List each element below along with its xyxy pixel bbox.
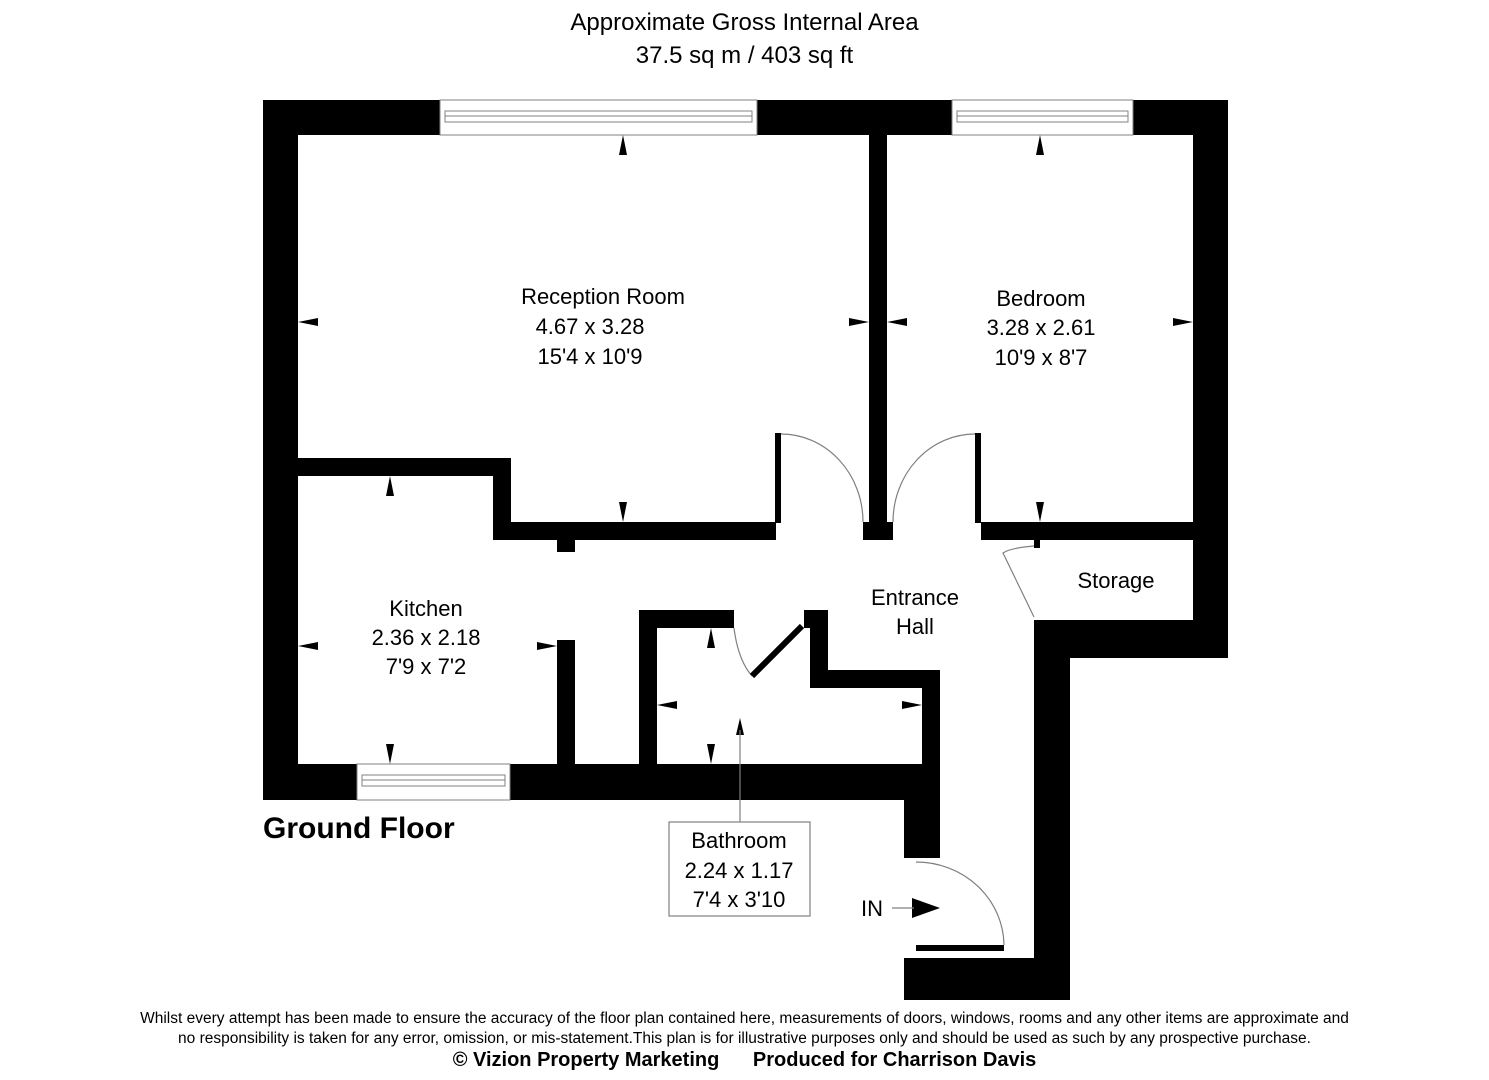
wall-bath-right-top [810, 670, 940, 688]
arrow-down-icon [707, 744, 715, 764]
wall-bath-top [639, 610, 734, 628]
bathroom-label-box [668, 821, 811, 917]
area-title: Approximate Gross Internal Area [570, 9, 919, 36]
arrow-right-icon [849, 318, 869, 326]
wall-bottom-left [263, 764, 357, 800]
area-value: 37.5 sq m / 403 sq ft [635, 42, 854, 69]
wall-small-block [557, 540, 575, 552]
storage-door-arc [1002, 545, 1035, 618]
arrow-up-icon [707, 628, 715, 648]
arrow-left-icon [887, 318, 907, 326]
bathroom-imperial: 7'4 x 3'10 [693, 887, 786, 912]
bedroom-door-arc [892, 433, 976, 523]
produced-for-text: Produced for Charrison Davis [752, 1049, 1037, 1071]
bedroom-metric: 3.28 x 2.61 [987, 315, 1096, 340]
bedroom-imperial: 10'9 x 8'7 [995, 345, 1088, 370]
credits: © Vizion Property Marketing Produced for… [0, 1047, 1489, 1073]
kitchen-name: Kitchen [389, 596, 462, 621]
bathroom-door-arc [733, 627, 753, 677]
wall-reception-kitchen [298, 458, 511, 476]
wall-bottom-middle [510, 764, 940, 800]
bathroom-name: Bathroom [691, 828, 786, 853]
copyright-text: © Vizion Property Marketing [452, 1049, 720, 1071]
wall-entrance-left [904, 764, 940, 858]
wall-right [1193, 100, 1228, 658]
reception-door-arc [780, 433, 864, 523]
kitchen-imperial: 7'9 x 7'2 [386, 654, 467, 679]
wall-stub-hall [863, 522, 893, 540]
window-bedroom [951, 99, 1134, 136]
dimension-arrows [298, 135, 1193, 918]
reception-door-leaf [775, 433, 781, 523]
arrow-left-icon [657, 701, 677, 709]
wall-kitchen-right [557, 640, 575, 765]
hall-name-line1: Entrance [871, 585, 959, 610]
arrow-down-icon [1036, 502, 1044, 522]
door-swings [733, 433, 1035, 946]
wall-bedroom-bottom [981, 522, 1228, 540]
reception-imperial: 15'4 x 10'9 [537, 344, 642, 369]
bedroom-name: Bedroom [996, 286, 1085, 311]
wall-bath-right [922, 670, 940, 765]
walls [263, 100, 1228, 1000]
wall-bath-left [639, 610, 657, 765]
arrow-right-icon [902, 701, 922, 709]
wall-top-middle [757, 100, 952, 135]
entrance-arrow-icon [912, 898, 940, 918]
entrance-door-arc [915, 861, 1005, 946]
entrance-door-leaf [916, 945, 1004, 951]
wall-reception-bottom [493, 522, 776, 540]
bathroom-door-leaf [749, 623, 805, 679]
arrow-right-icon [537, 642, 557, 650]
hall-name-line2: Hall [896, 614, 934, 639]
reception-name: Reception Room [521, 284, 685, 309]
arrow-up-icon [1036, 135, 1044, 155]
arrow-right-icon [1173, 318, 1193, 326]
wall-reception-bedroom [869, 135, 887, 523]
window-reception [439, 99, 758, 136]
wall-hall-right [1034, 620, 1070, 1000]
entrance-in-label: IN [861, 896, 883, 921]
arrow-left-icon [298, 318, 318, 326]
arrow-down-icon [386, 744, 394, 764]
wall-reception-step [493, 458, 511, 540]
wall-left [263, 100, 298, 800]
windows [356, 99, 1134, 801]
arrow-up-icon [619, 135, 627, 155]
arrow-down-icon [619, 502, 627, 522]
disclaimer-line-1: Whilst every attempt has been made to en… [140, 1010, 1349, 1027]
wall-bath-step [810, 610, 828, 688]
wall-entrance-bottom [904, 958, 1070, 1000]
reception-metric: 4.67 x 3.28 [536, 314, 645, 339]
window-kitchen [356, 763, 511, 801]
bathroom-metric: 2.24 x 1.17 [685, 858, 794, 883]
storage-door-stop [1034, 540, 1040, 548]
floor-label: Ground Floor [263, 812, 455, 845]
arrow-up-icon [386, 476, 394, 496]
disclaimer-line-2: no responsibility is taken for any error… [178, 1030, 1311, 1047]
leader-arrow-icon [736, 718, 744, 735]
kitchen-metric: 2.36 x 2.18 [372, 625, 481, 650]
bedroom-door-leaf [975, 433, 981, 523]
storage-name: Storage [1077, 568, 1154, 593]
arrow-left-icon [298, 642, 318, 650]
